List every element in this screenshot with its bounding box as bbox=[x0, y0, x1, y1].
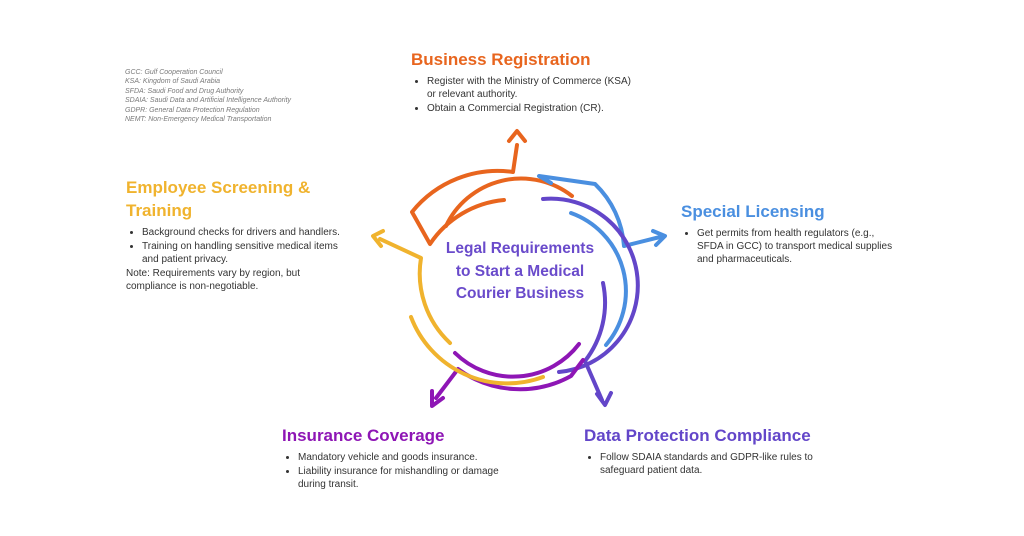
section-business-registration: Business Registration Register with the … bbox=[411, 48, 631, 116]
business-bullet: Register with the Ministry of Commerce (… bbox=[427, 75, 631, 101]
insurance-bullet: Liability insurance for mishandling or d… bbox=[298, 465, 504, 491]
section-employee-screening: Employee Screening & Training Background… bbox=[126, 176, 342, 293]
employee-bullet: Training on handling sensitive medical i… bbox=[142, 240, 342, 266]
arrow-insurance bbox=[434, 358, 585, 400]
section-data-protection: Data Protection Compliance Follow SDAIA … bbox=[584, 424, 854, 478]
arc-business bbox=[444, 176, 574, 228]
arc-licensing bbox=[569, 211, 628, 347]
abbreviations-legend: GCC: Gulf Cooperation Council KSA: Kingd… bbox=[125, 68, 291, 124]
abbreviation-ksa: KSA: Kingdom of Saudi Arabia bbox=[125, 78, 221, 86]
insurance-bullet: Mandatory vehicle and goods insurance. bbox=[298, 451, 504, 464]
arc-employee bbox=[409, 315, 545, 386]
abbreviation-gdpr: GDPR: General Data Protection Regulation bbox=[125, 106, 260, 114]
insurance-bullets: Mandatory vehicle and goods insurance. L… bbox=[282, 451, 504, 491]
abbreviation-gcc: GCC: Gulf Cooperation Council bbox=[125, 69, 223, 76]
insurance-title: Insurance Coverage bbox=[282, 426, 445, 445]
arrow-business bbox=[410, 143, 519, 246]
abbreviation-sfda: SFDA: Saudi Food and Drug Authority bbox=[125, 87, 244, 95]
data-title: Data Protection Compliance bbox=[584, 426, 811, 445]
data-bullets: Follow SDAIA standards and GDPR-like rul… bbox=[584, 451, 820, 477]
section-special-licensing: Special Licensing Get permits from healt… bbox=[681, 200, 903, 267]
licensing-bullets: Get permits from health regulators (e.g.… bbox=[681, 227, 903, 266]
arrowhead-employee bbox=[371, 229, 385, 248]
business-bullets: Register with the Ministry of Commerce (… bbox=[411, 75, 631, 115]
arrow-employee bbox=[378, 237, 452, 345]
arrow-data bbox=[583, 281, 608, 402]
abbreviation-sdaia: SDAIA: Saudi Data and Artificial Intelli… bbox=[125, 97, 292, 105]
abbreviation-nemt: NEMT: Non-Emergency Medical Transportati… bbox=[125, 116, 272, 124]
center-title: Legal Requirements to Start a Medical Co… bbox=[445, 240, 595, 302]
data-bullet: Follow SDAIA standards and GDPR-like rul… bbox=[600, 451, 820, 477]
business-bullet: Obtain a Commercial Registration (CR). bbox=[427, 102, 631, 115]
employee-bullets: Background checks for drivers and handle… bbox=[126, 226, 342, 266]
section-insurance-coverage: Insurance Coverage Mandatory vehicle and… bbox=[282, 424, 504, 492]
employee-note: Note: Requirements vary by region, but c… bbox=[126, 268, 300, 292]
arrowhead-data bbox=[595, 391, 613, 407]
arrowhead-business bbox=[507, 129, 527, 143]
business-title: Business Registration bbox=[411, 50, 591, 69]
licensing-title: Special Licensing bbox=[681, 202, 825, 221]
employee-title: Employee Screening & Training bbox=[126, 178, 311, 220]
arrowhead-licensing bbox=[651, 229, 667, 247]
arrowhead-insurance bbox=[430, 389, 445, 408]
employee-bullet: Background checks for drivers and handle… bbox=[142, 226, 342, 239]
arrow-licensing bbox=[537, 174, 662, 248]
licensing-bullet: Get permits from health regulators (e.g.… bbox=[697, 227, 903, 266]
arc-insurance bbox=[453, 342, 581, 379]
arc-data bbox=[541, 196, 640, 374]
